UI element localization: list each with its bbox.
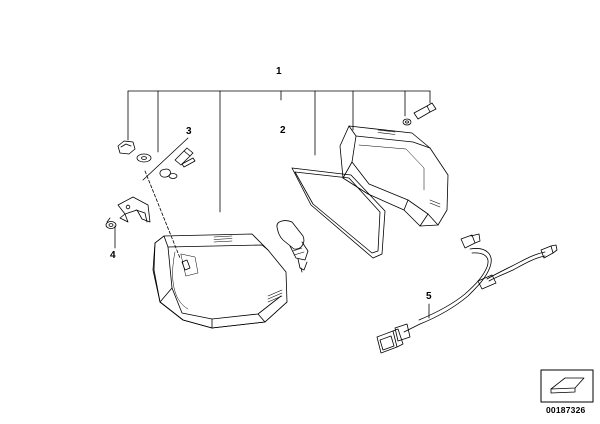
document-icon: [540, 369, 594, 403]
nut-part: [117, 140, 152, 163]
mounting-bracket: [117, 196, 151, 223]
screw-top-right: [402, 102, 437, 126]
lamp-housing-rear: [339, 125, 449, 227]
gasket-frame-part: [291, 167, 386, 259]
washer-part-4: [105, 217, 117, 229]
wiring-harness-part-5: [376, 233, 558, 354]
leader-lines-1: [114, 90, 431, 319]
callout-1: 1: [276, 66, 282, 77]
callout-5: 5: [426, 291, 432, 302]
callout-4: 4: [110, 250, 116, 261]
lamp-housing-front: [152, 233, 288, 329]
callout-3: 3: [186, 126, 192, 137]
bulb-part-2: [276, 220, 309, 273]
document-number: 00187326: [546, 405, 586, 415]
callout-2: 2: [280, 125, 286, 136]
screw-part-3: [159, 147, 196, 179]
